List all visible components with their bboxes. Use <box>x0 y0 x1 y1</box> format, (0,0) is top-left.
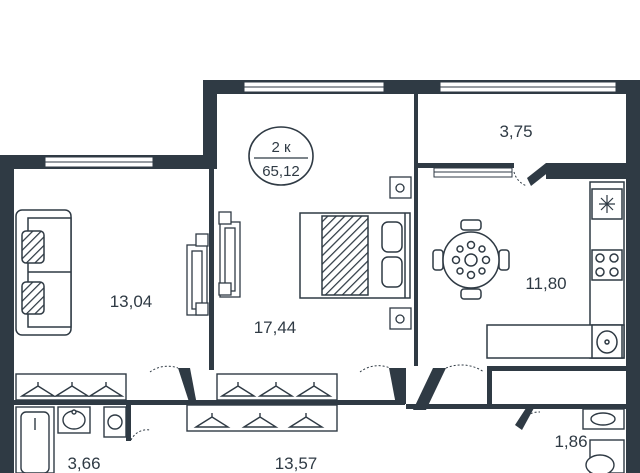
bed-icon <box>299 212 411 299</box>
washing-machine-icon <box>103 406 127 438</box>
balcony-area: 3,75 <box>499 122 532 141</box>
kitchen-counter-icon <box>486 181 625 359</box>
interior-walls <box>0 94 626 441</box>
dining-table-icon <box>432 219 510 300</box>
bathroom-area: 3,66 <box>67 454 100 473</box>
door-arcs <box>130 171 541 441</box>
wc-area: 1,86 <box>554 432 587 451</box>
toilet-icon <box>585 439 625 473</box>
apartment-rooms-label: 2 к <box>271 139 291 156</box>
bedroom-area: 17,44 <box>254 318 297 337</box>
apartment-total-area: 65,12 <box>262 163 300 180</box>
apartment-badge: 2 к 65,12 <box>248 126 314 186</box>
room-labels: 13,04 17,44 3,75 11,80 3,66 13,57 1,86 <box>67 122 587 473</box>
bedroom-tv-stand-icon <box>218 211 241 298</box>
nightstand-icon <box>389 176 412 330</box>
wardrobe-hangers-icon <box>15 373 338 432</box>
tv-stand-icon <box>186 233 209 316</box>
bathtub-icon <box>15 406 55 473</box>
sofa-icon <box>15 209 72 336</box>
kitchen-area: 11,80 <box>525 274 566 293</box>
wc-sink-icon <box>582 408 625 430</box>
hall-area: 13,57 <box>275 454 318 473</box>
living-room-area: 13,04 <box>110 292 153 311</box>
sink-icon <box>57 406 91 434</box>
